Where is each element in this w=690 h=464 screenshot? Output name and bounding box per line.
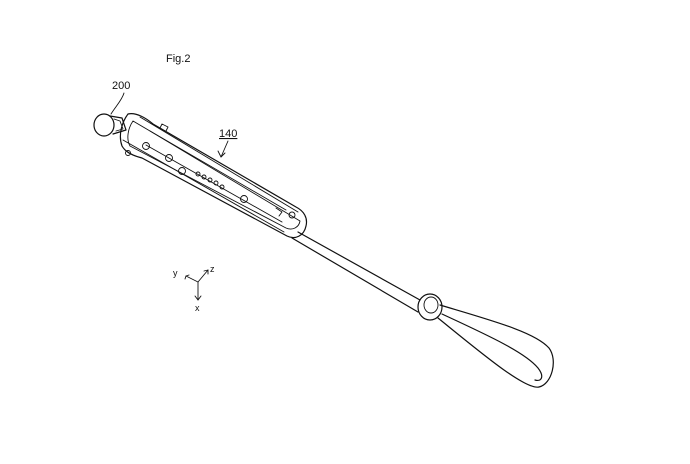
- figure-title: Fig.2: [166, 53, 190, 65]
- axis-label-x: x: [195, 303, 200, 313]
- axes-indicator: [184, 269, 209, 301]
- cap-part: [93, 113, 127, 137]
- leader-line-200: [110, 92, 125, 115]
- device-body: [119, 113, 308, 239]
- axis-label-y: y: [173, 268, 178, 278]
- body-buttons: [195, 171, 225, 190]
- axis-label-z: z: [210, 264, 215, 274]
- arrow-140: [217, 140, 229, 158]
- strap: [291, 231, 554, 388]
- reference-label-140: 140: [219, 128, 237, 140]
- rail-tabs: [159, 123, 283, 217]
- strap-slider: [417, 293, 443, 321]
- reference-label-200: 200: [112, 80, 130, 92]
- body-fasteners: [125, 142, 296, 219]
